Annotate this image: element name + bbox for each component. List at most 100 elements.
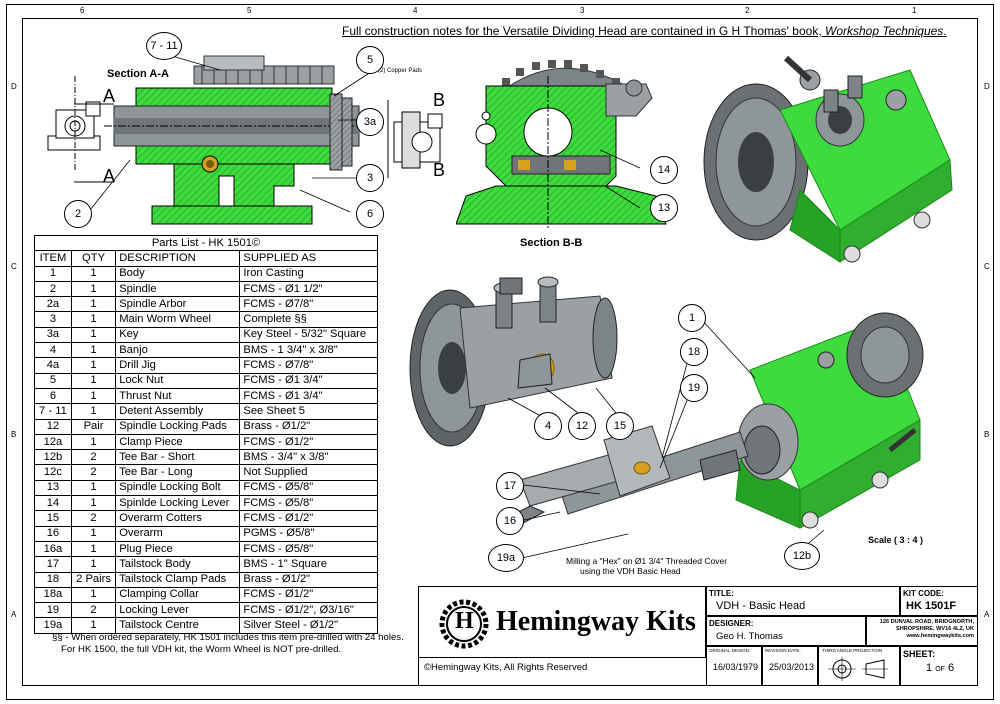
rev-date-cell	[762, 646, 818, 686]
section-bb-drawing	[456, 60, 667, 228]
kit-code: HK 1501F	[906, 600, 957, 612]
section-aa-title: Section A-A	[107, 68, 169, 80]
zone-top-1: 1	[912, 6, 917, 15]
zone-right-b: B	[984, 430, 990, 439]
designer-cell	[706, 616, 866, 646]
callout-18: 18	[680, 338, 708, 366]
zone-left-a: A	[11, 610, 17, 619]
sheet-label: SHEET:	[903, 649, 936, 659]
section-bb-title: Section B-B	[520, 237, 583, 249]
bb-small-view	[387, 100, 443, 178]
cell-supplied-as: BMS - 3/4" x 3/8"	[239, 449, 378, 466]
callout-1: 1	[678, 304, 706, 332]
callout-4: 4	[534, 412, 562, 440]
cell-qty: 1	[70, 617, 117, 634]
callout-19a: 19a	[488, 544, 524, 572]
section-b-bottom-label: B	[433, 160, 446, 180]
zone-top-2: 2	[745, 6, 750, 15]
footnote-line1: §§ - When ordered separately, HK 1501 in…	[52, 632, 404, 643]
cell-description: Tailstock Centre	[115, 617, 241, 634]
cell-description: Spinlde Locking Lever	[115, 495, 241, 512]
third-angle-projection-icon	[828, 657, 888, 681]
sheet-number: 1 OF 6	[926, 662, 954, 674]
address-line3: www.hemingwaykits.com	[906, 633, 974, 639]
cell-supplied-as: FCMS - Ø5/8"	[239, 479, 378, 497]
callout-14: 14	[650, 156, 678, 184]
construction-note: Full construction notes for the Versatil…	[342, 24, 947, 38]
designer-label: DESIGNER:	[709, 619, 754, 628]
projection-cell	[818, 646, 900, 686]
title-block-logo-cell	[418, 586, 706, 658]
callout-19: 19	[680, 374, 708, 402]
callout-16: 16	[496, 507, 524, 535]
cell-supplied-as: See Sheet 5	[239, 403, 378, 420]
scale-label: Scale ( 3 : 4 )	[868, 535, 924, 545]
cell-supplied-as: BMS - 1" Square	[239, 556, 378, 573]
section-a-bottom-label: A	[103, 166, 116, 186]
callout-2: 2	[64, 200, 92, 228]
cell-description: Plug Piece	[115, 540, 241, 558]
zone-right-c: C	[984, 262, 990, 271]
col-item: ITEM	[34, 250, 72, 267]
parts-list-table: Parts List - HK 1501© ITEM QTY DESCRIPTI…	[34, 234, 378, 634]
callout-3a: 3a	[356, 108, 384, 136]
address-cell	[866, 616, 978, 646]
cell-supplied-as: FCMS - Ø1/2", Ø3/16"	[239, 602, 378, 619]
callout-5: 5	[356, 46, 384, 74]
col-qty: QTY	[70, 250, 117, 267]
callout-12: 12	[568, 412, 596, 440]
callout-17: 17	[496, 472, 524, 500]
zone-right-d: D	[984, 82, 990, 91]
milling-note-line1: Milling a "Hex" on Ø1 3/4" Threaded Cove…	[566, 556, 728, 566]
callout-12b: 12b	[784, 542, 820, 570]
section-aa-drawing	[47, 55, 374, 225]
zone-top-4: 4	[413, 6, 418, 15]
revision-label: REVISION DATE:	[765, 648, 801, 653]
callout-13: 13	[650, 194, 678, 222]
cell-supplied-as: FCMS - Ø1 3/4"	[239, 372, 378, 389]
callout-3: 3	[356, 164, 384, 192]
company-name: Hemingway Kits	[496, 606, 696, 637]
orig-date-cell	[706, 646, 762, 686]
zone-left-b: B	[11, 430, 17, 439]
milling-note-line2: using the VDH Basic Head	[580, 566, 681, 576]
kit-code-label: KIT CODE:	[903, 589, 944, 598]
zone-left-d: D	[11, 82, 17, 91]
callout-7-11: 7 - 11	[146, 32, 182, 60]
company-address: 126 DUNVAL ROAD, BRIDGNORTH, SHROPSHIRE,…	[870, 619, 974, 640]
title-label: TITLE:	[709, 589, 734, 598]
iso-view-spindle	[409, 276, 618, 447]
designer-name: Geo H. Thomas	[716, 631, 783, 642]
disclaimer-text	[26, 660, 418, 665]
cell-supplied-as: BMS - 1 3/4" x 3/8"	[239, 342, 378, 359]
footnote-line2: For HK 1500, the full VDH kit, the Worm …	[61, 644, 342, 655]
sheet-cell	[900, 646, 978, 686]
cell-qty: 1	[70, 479, 117, 497]
projection-label: THIRD ANGLE PROJECTION	[822, 648, 883, 653]
cell-supplied-as: Silver Steel - Ø1/2"	[239, 617, 378, 634]
zone-top-6: 6	[80, 6, 85, 15]
cell-qty: 2 Pairs	[70, 571, 117, 588]
cell-description: Spindle	[115, 280, 241, 298]
kit-code-cell	[900, 586, 978, 616]
revision-date: 25/03/2013	[769, 662, 815, 672]
footnote: §§ - When ordered separately, HK 1501 in…	[52, 632, 404, 656]
callout-15: 15	[606, 412, 634, 440]
cell-item: 12a	[34, 433, 72, 451]
outer-border	[6, 4, 994, 700]
